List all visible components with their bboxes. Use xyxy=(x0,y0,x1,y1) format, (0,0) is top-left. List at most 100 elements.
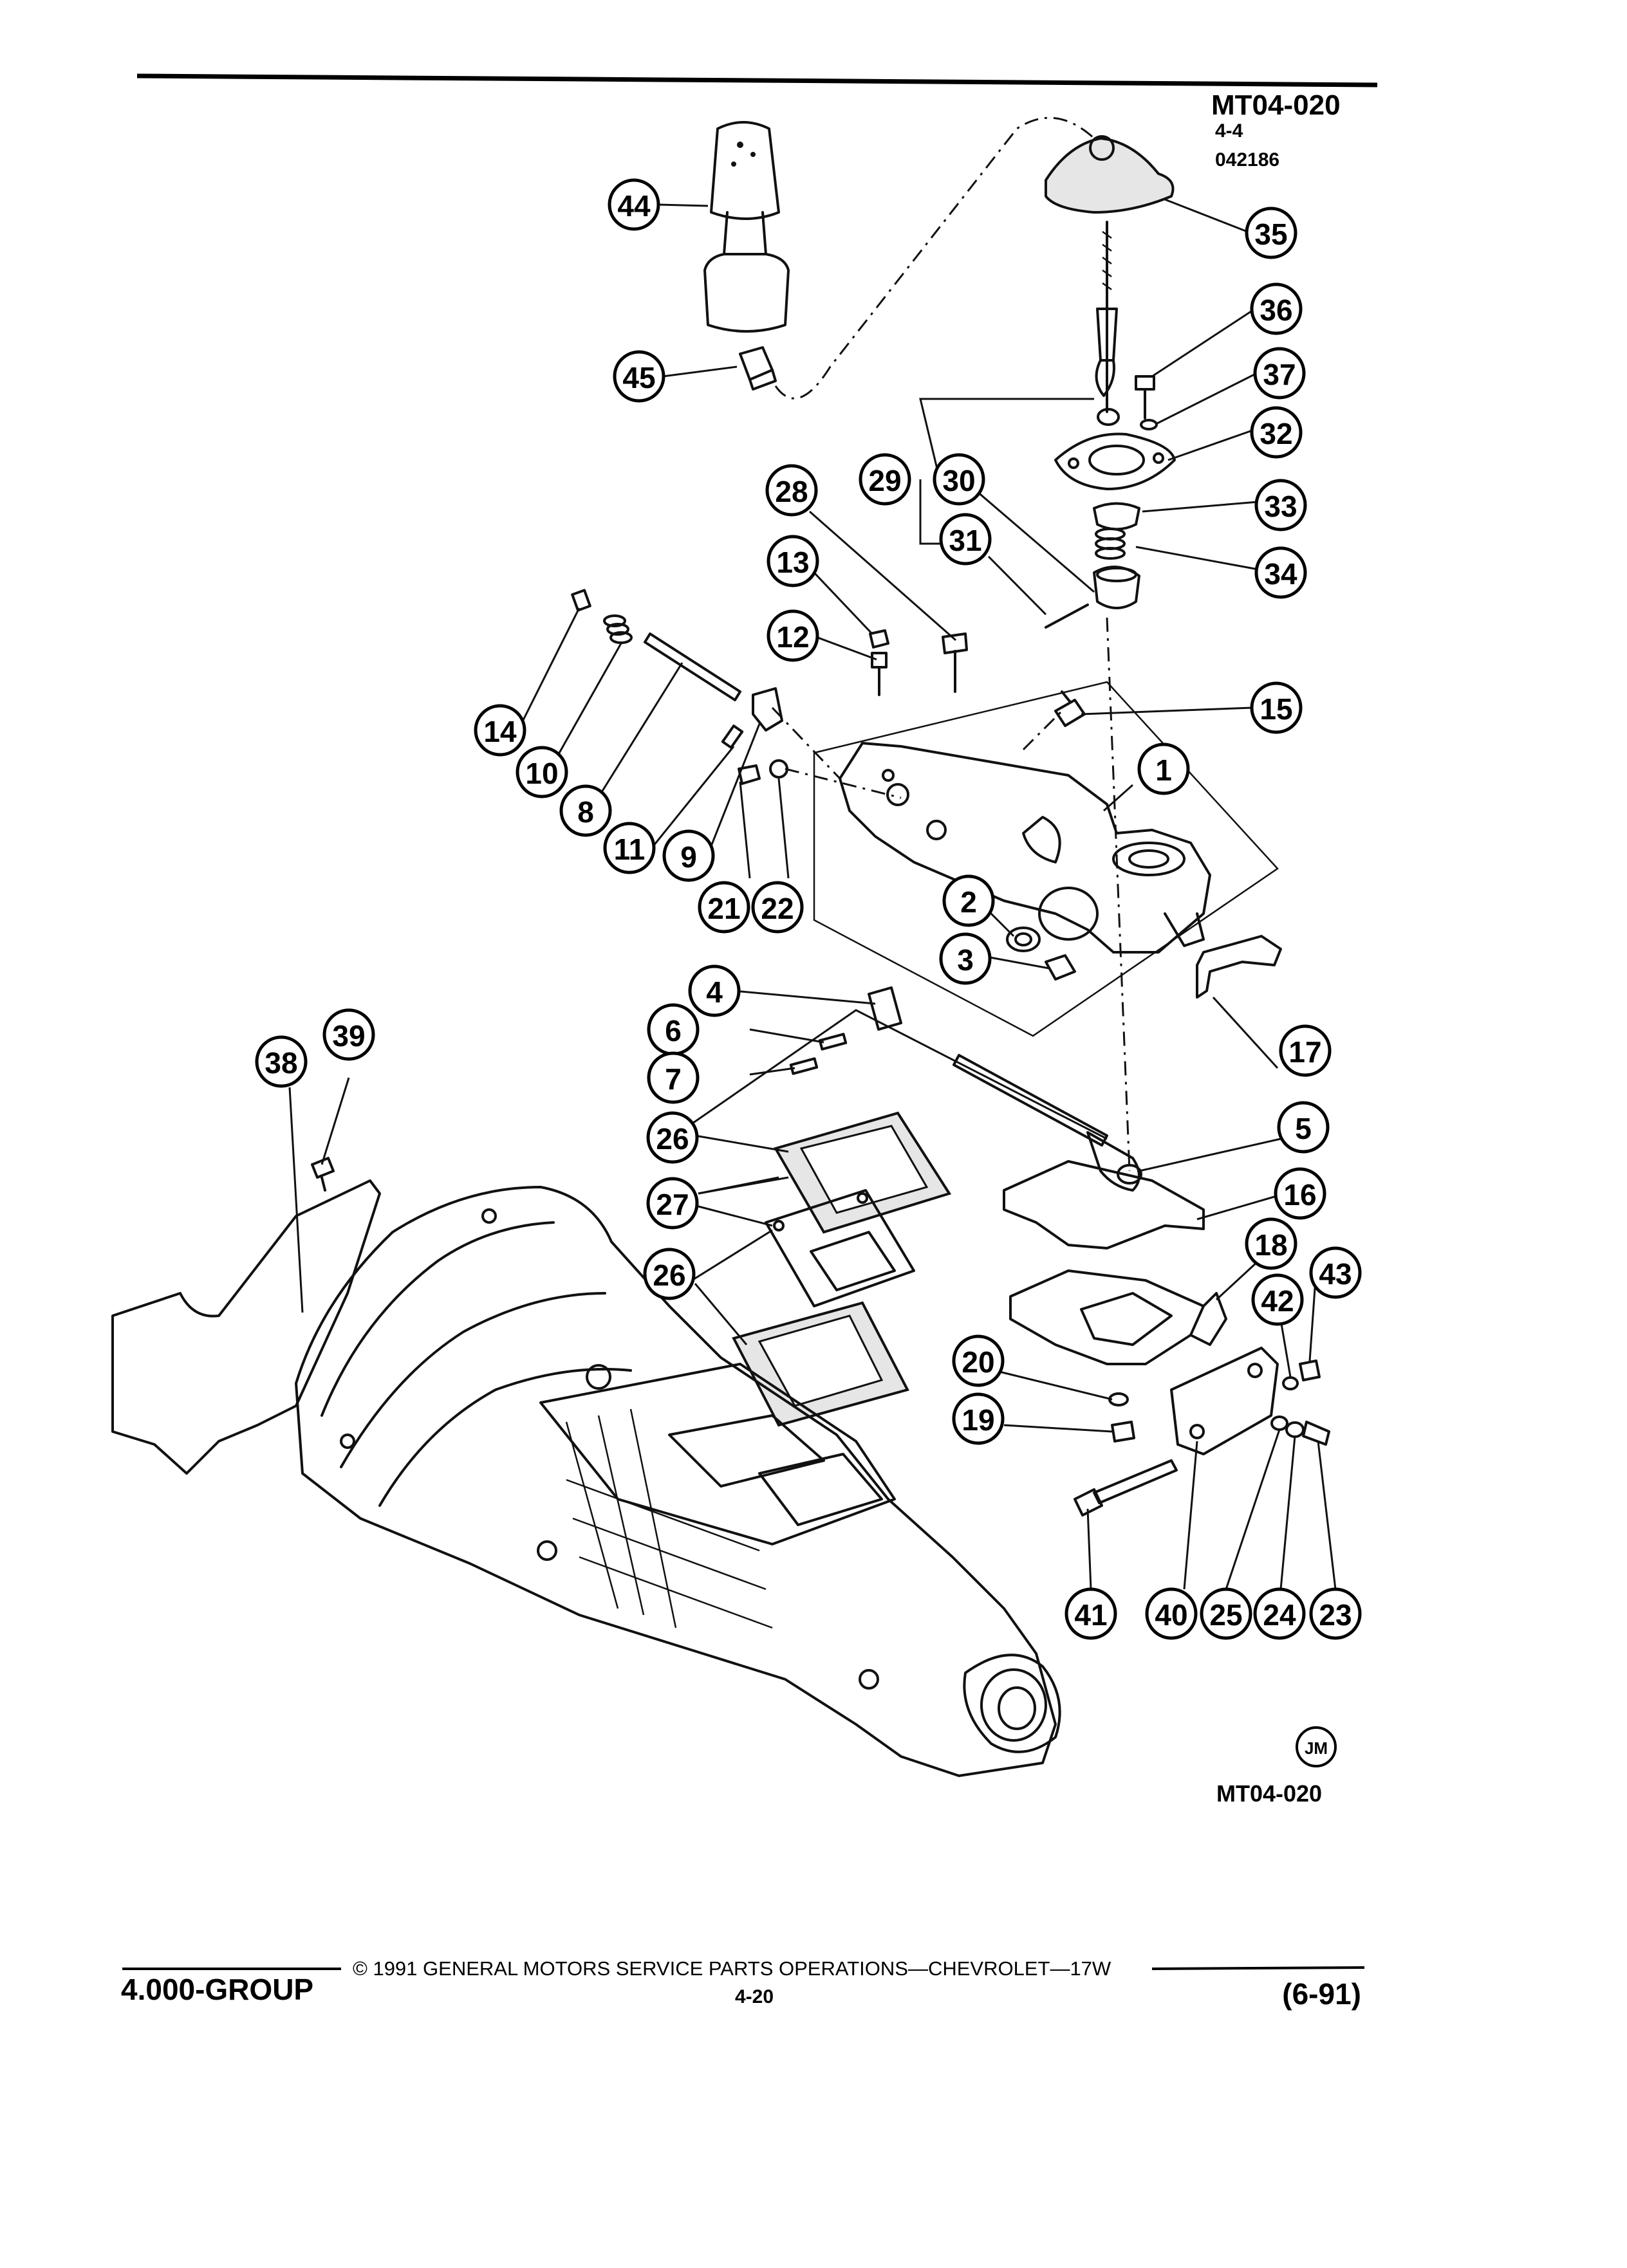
svg-text:38: 38 xyxy=(265,1046,297,1080)
svg-text:19: 19 xyxy=(962,1403,994,1437)
figure-subcode-1: 4-4 xyxy=(1215,120,1243,142)
callout-36: 36 xyxy=(1250,282,1303,335)
bushing-part xyxy=(1093,502,1140,531)
callout-19: 19 xyxy=(952,1392,1005,1445)
svg-text:7: 7 xyxy=(665,1062,682,1096)
header-rule xyxy=(136,73,1378,88)
callout-14: 14 xyxy=(474,704,526,757)
callout-23: 23 xyxy=(1309,1587,1362,1640)
plate-27-part xyxy=(765,1189,915,1307)
callout-7: 7 xyxy=(647,1051,700,1104)
svg-text:34: 34 xyxy=(1264,557,1297,591)
svg-text:6: 6 xyxy=(665,1014,682,1047)
svg-text:27: 27 xyxy=(656,1188,689,1221)
figure-subcode-2: 042186 xyxy=(1215,149,1279,171)
callout-20: 20 xyxy=(952,1334,1005,1387)
spring-part xyxy=(1095,528,1126,560)
callout-39: 39 xyxy=(322,1008,375,1061)
svg-text:44: 44 xyxy=(617,189,651,223)
washer-37-part xyxy=(1140,419,1158,430)
svg-text:9: 9 xyxy=(680,840,697,874)
callout-38: 38 xyxy=(255,1035,308,1088)
svg-text:32: 32 xyxy=(1260,417,1292,450)
svg-text:5: 5 xyxy=(1295,1112,1312,1145)
svg-text:36: 36 xyxy=(1260,293,1292,327)
svg-text:14: 14 xyxy=(483,715,517,748)
svg-text:18: 18 xyxy=(1254,1228,1287,1262)
svg-text:26: 26 xyxy=(653,1258,685,1292)
mount-bracket-part xyxy=(1170,1347,1279,1455)
callout-24: 24 xyxy=(1253,1587,1306,1640)
svg-text:8: 8 xyxy=(577,795,594,829)
svg-text:3: 3 xyxy=(957,943,974,977)
svg-text:15: 15 xyxy=(1260,692,1292,726)
footer-rule-right xyxy=(1151,1966,1365,1970)
callout-21: 21 xyxy=(698,881,750,934)
svg-text:11: 11 xyxy=(614,833,646,866)
shift-housing-part xyxy=(839,742,1211,954)
callout-11: 11 xyxy=(603,822,656,874)
heat-shield-part xyxy=(111,1179,381,1475)
svg-text:43: 43 xyxy=(1319,1257,1352,1291)
svg-text:26: 26 xyxy=(656,1122,689,1156)
callout-40: 40 xyxy=(1145,1587,1198,1640)
svg-text:4: 4 xyxy=(706,975,723,1009)
plug-15-part xyxy=(1054,690,1086,727)
footer-group: 4.000-GROUP xyxy=(121,1973,313,2006)
shift-knob-part xyxy=(703,121,790,333)
shift-lever-part xyxy=(1095,221,1120,426)
gasket-16-part xyxy=(1003,1160,1205,1249)
gasket-26-top-part xyxy=(773,1111,952,1234)
hardware-42-43 xyxy=(1282,1360,1321,1390)
footer-copyright: © 1991 GENERAL MOTORS SERVICE PARTS OPER… xyxy=(353,1957,1111,1980)
callout-10: 10 xyxy=(516,746,568,798)
callout-25: 25 xyxy=(1200,1587,1252,1640)
svg-text:31: 31 xyxy=(949,524,981,557)
svg-text:33: 33 xyxy=(1264,490,1297,523)
svg-text:35: 35 xyxy=(1254,217,1287,251)
callout-6: 6 xyxy=(647,1003,700,1056)
callout-9: 9 xyxy=(662,829,715,882)
svg-text:2: 2 xyxy=(960,885,977,919)
figure-code-top: MT04-020 xyxy=(1211,89,1341,121)
hardware-19-20 xyxy=(1108,1392,1135,1443)
bushing-3-part xyxy=(1045,954,1076,981)
callout-2: 2 xyxy=(942,874,995,927)
callout-35: 35 xyxy=(1245,207,1297,259)
callout-43: 43 xyxy=(1309,1246,1362,1299)
svg-text:17: 17 xyxy=(1288,1035,1321,1069)
callout-29: 29 xyxy=(859,453,911,506)
bushing-2-part xyxy=(1006,927,1041,952)
transmission-case-part xyxy=(295,1186,1061,1777)
knob-nut-part xyxy=(739,346,777,391)
figure-code-bottom: MT04-020 xyxy=(1216,1780,1322,1807)
callout-37: 37 xyxy=(1253,347,1306,400)
svg-text:42: 42 xyxy=(1261,1284,1294,1318)
callout-32: 32 xyxy=(1250,406,1303,459)
callout-12: 12 xyxy=(767,609,819,662)
callout-26-top: 26 xyxy=(646,1111,699,1164)
svg-text:41: 41 xyxy=(1074,1598,1107,1632)
callout-45: 45 xyxy=(613,350,665,403)
cover-18-part xyxy=(1009,1269,1227,1365)
svg-text:25: 25 xyxy=(1209,1598,1242,1632)
callout-18: 18 xyxy=(1245,1217,1297,1270)
callout-27: 27 xyxy=(646,1177,699,1230)
svg-text:16: 16 xyxy=(1283,1178,1316,1212)
detent-parts xyxy=(571,589,788,785)
bolt-13-part xyxy=(869,629,889,649)
callout-34: 34 xyxy=(1254,546,1307,599)
callout-22: 22 xyxy=(751,881,804,934)
svg-text:30: 30 xyxy=(942,464,975,497)
callout-26-bottom: 26 xyxy=(643,1248,696,1300)
bolt-36-part xyxy=(1135,375,1155,419)
callout-41: 41 xyxy=(1065,1587,1117,1640)
gasket-17-part xyxy=(1196,935,1282,999)
callout-42: 42 xyxy=(1251,1273,1304,1326)
callout-5: 5 xyxy=(1277,1101,1330,1154)
svg-text:20: 20 xyxy=(962,1345,994,1379)
callout-15: 15 xyxy=(1250,681,1303,734)
svg-text:23: 23 xyxy=(1319,1598,1352,1632)
